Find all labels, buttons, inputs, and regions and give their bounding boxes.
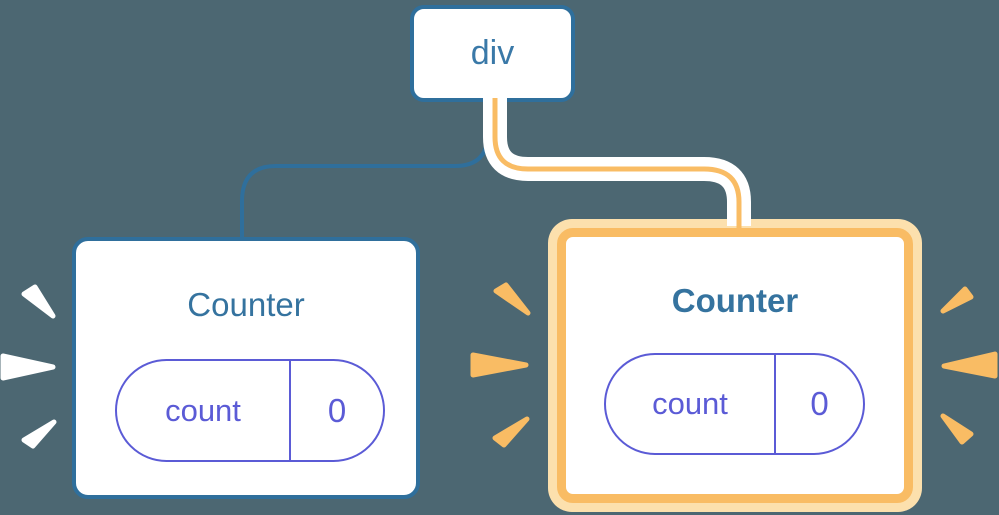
state-pill: count 0 [604,353,865,455]
counter-card-right-highlight-ring: Counter count 0 [548,219,922,512]
state-pill: count 0 [115,359,385,462]
connector-to-left-child [240,99,490,238]
burst-rays-right-icon [940,286,998,445]
pill-divider [289,361,291,460]
counter-title: Counter [187,286,305,323]
root-node: div [410,5,575,102]
pill-divider [774,355,776,453]
burst-rays-middle-icon [470,282,531,448]
root-node-label: div [470,34,515,72]
state-key-label: count [652,386,728,421]
connector-to-right-child-casing [483,98,751,226]
connector-to-right-child [492,98,742,233]
state-key-label: count [165,392,241,428]
counter-title: Counter [671,282,799,319]
counter-card-left: Counter count 0 [72,237,420,499]
burst-rays-left-icon [0,284,57,449]
state-value-label: 0 [327,391,347,429]
state-value-label: 0 [810,385,829,422]
